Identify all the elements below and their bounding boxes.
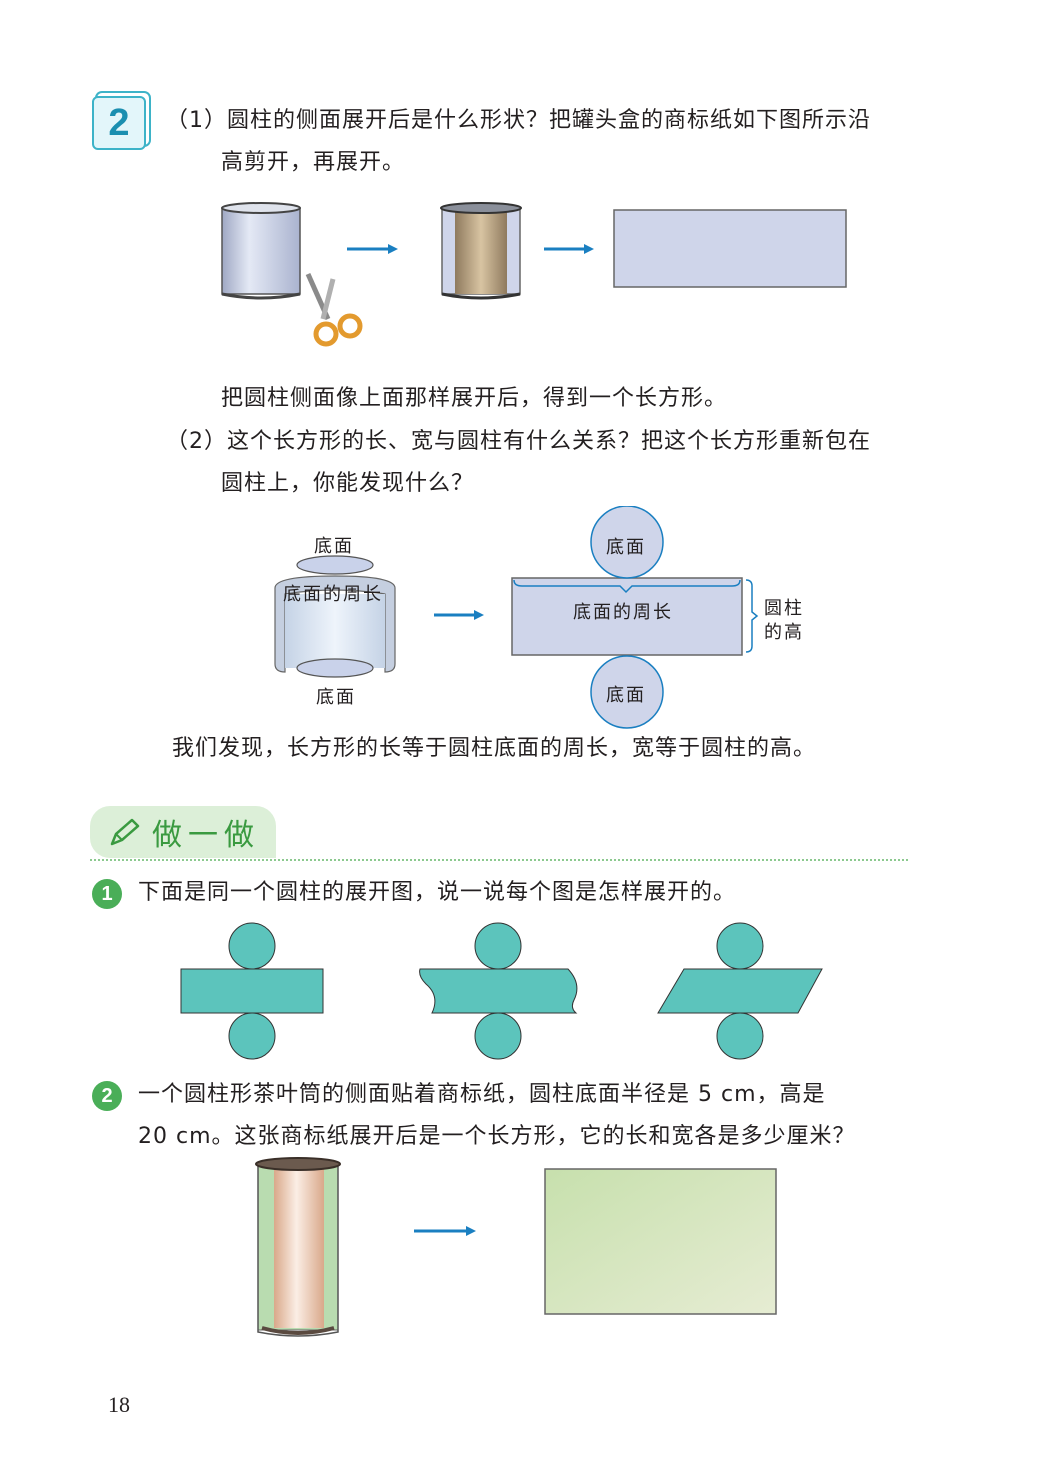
- bottom-base-ellipse: [296, 658, 374, 678]
- discovery-statement: 我们发现，长方形的长等于圆柱底面的周长，宽等于圆柱的高。: [172, 736, 817, 761]
- figure-unroll-can: [221, 202, 847, 347]
- question-1-conclusion: 把圆柱侧面像上面那样展开后，得到一个长方形。: [221, 386, 728, 411]
- label-circumference: 底面的周长: [283, 584, 383, 605]
- item-2-line-1: 一个圆柱形茶叶筒的侧面贴着商标纸，圆柱底面半径是 5 cm，高是: [138, 1082, 826, 1107]
- net-label-top-base: 底面: [606, 537, 646, 558]
- net-top-circle: [590, 506, 664, 579]
- net-bottom-circle: [590, 655, 664, 729]
- figure-tea-canister: [255, 1157, 777, 1337]
- item-1-text: 下面是同一个圆柱的展开图，说一说每个图是怎样展开的。: [138, 880, 737, 905]
- tin-can: [221, 202, 301, 300]
- cylinder-side-outer: [274, 575, 396, 673]
- cylinder-side: [285, 594, 385, 668]
- section-divider: [90, 859, 908, 861]
- net-label-bottom-base: 底面: [606, 685, 646, 706]
- tea-canister: [255, 1157, 341, 1337]
- figure-cylinder-net: [274, 506, 759, 729]
- example-number: 2: [108, 102, 130, 144]
- label-bottom-base: 底面: [316, 687, 356, 708]
- net-label-circumference: 底面的周长: [573, 602, 673, 623]
- arrow-icon: [434, 610, 484, 620]
- practice-header: 做一做: [90, 806, 276, 858]
- net-parallelogram-shape: [657, 922, 823, 1060]
- question-1-line-1: （1）圆柱的侧面展开后是什么形状？把罐头盒的商标纸如下图所示沿: [166, 108, 871, 133]
- net-label-height-1: 圆柱: [764, 598, 804, 619]
- label-top-base: 底面: [314, 536, 354, 557]
- figure-three-nets: [180, 922, 823, 1060]
- unrolled-rectangle: [613, 209, 847, 288]
- net-label-height-2: 的高: [764, 622, 804, 643]
- scissors-icon: [305, 272, 363, 347]
- page-number: 18: [108, 1392, 130, 1417]
- pencil-icon: [110, 818, 140, 846]
- practice-title: 做一做: [152, 818, 260, 853]
- item-1-number: 1: [92, 879, 122, 909]
- question-2-line-1: （2）这个长方形的长、宽与圆柱有什么关系？把这个长方形重新包在: [166, 429, 871, 454]
- net-rectangle-shape: [180, 922, 324, 1060]
- example-number-badge: 2: [92, 96, 146, 150]
- can-peeling-label: [440, 202, 522, 300]
- arrow-icon: [414, 1226, 476, 1236]
- question-2-line-2: 圆柱上，你能发现什么？: [221, 471, 475, 496]
- item-2-line-2: 20 cm。这张商标纸展开后是一个长方形，它的长和宽各是多少厘米？: [138, 1124, 856, 1149]
- top-base-ellipse: [296, 555, 374, 575]
- arrow-icon: [544, 244, 594, 254]
- label-rectangle: [544, 1168, 777, 1315]
- question-1-line-2: 高剪开，再展开。: [221, 150, 406, 175]
- circumference-brace: [513, 579, 741, 594]
- net-irregular-shape: [419, 922, 578, 1060]
- arrow-icon: [347, 244, 398, 254]
- item-2-number: 2: [92, 1081, 122, 1111]
- height-brace: [745, 579, 759, 653]
